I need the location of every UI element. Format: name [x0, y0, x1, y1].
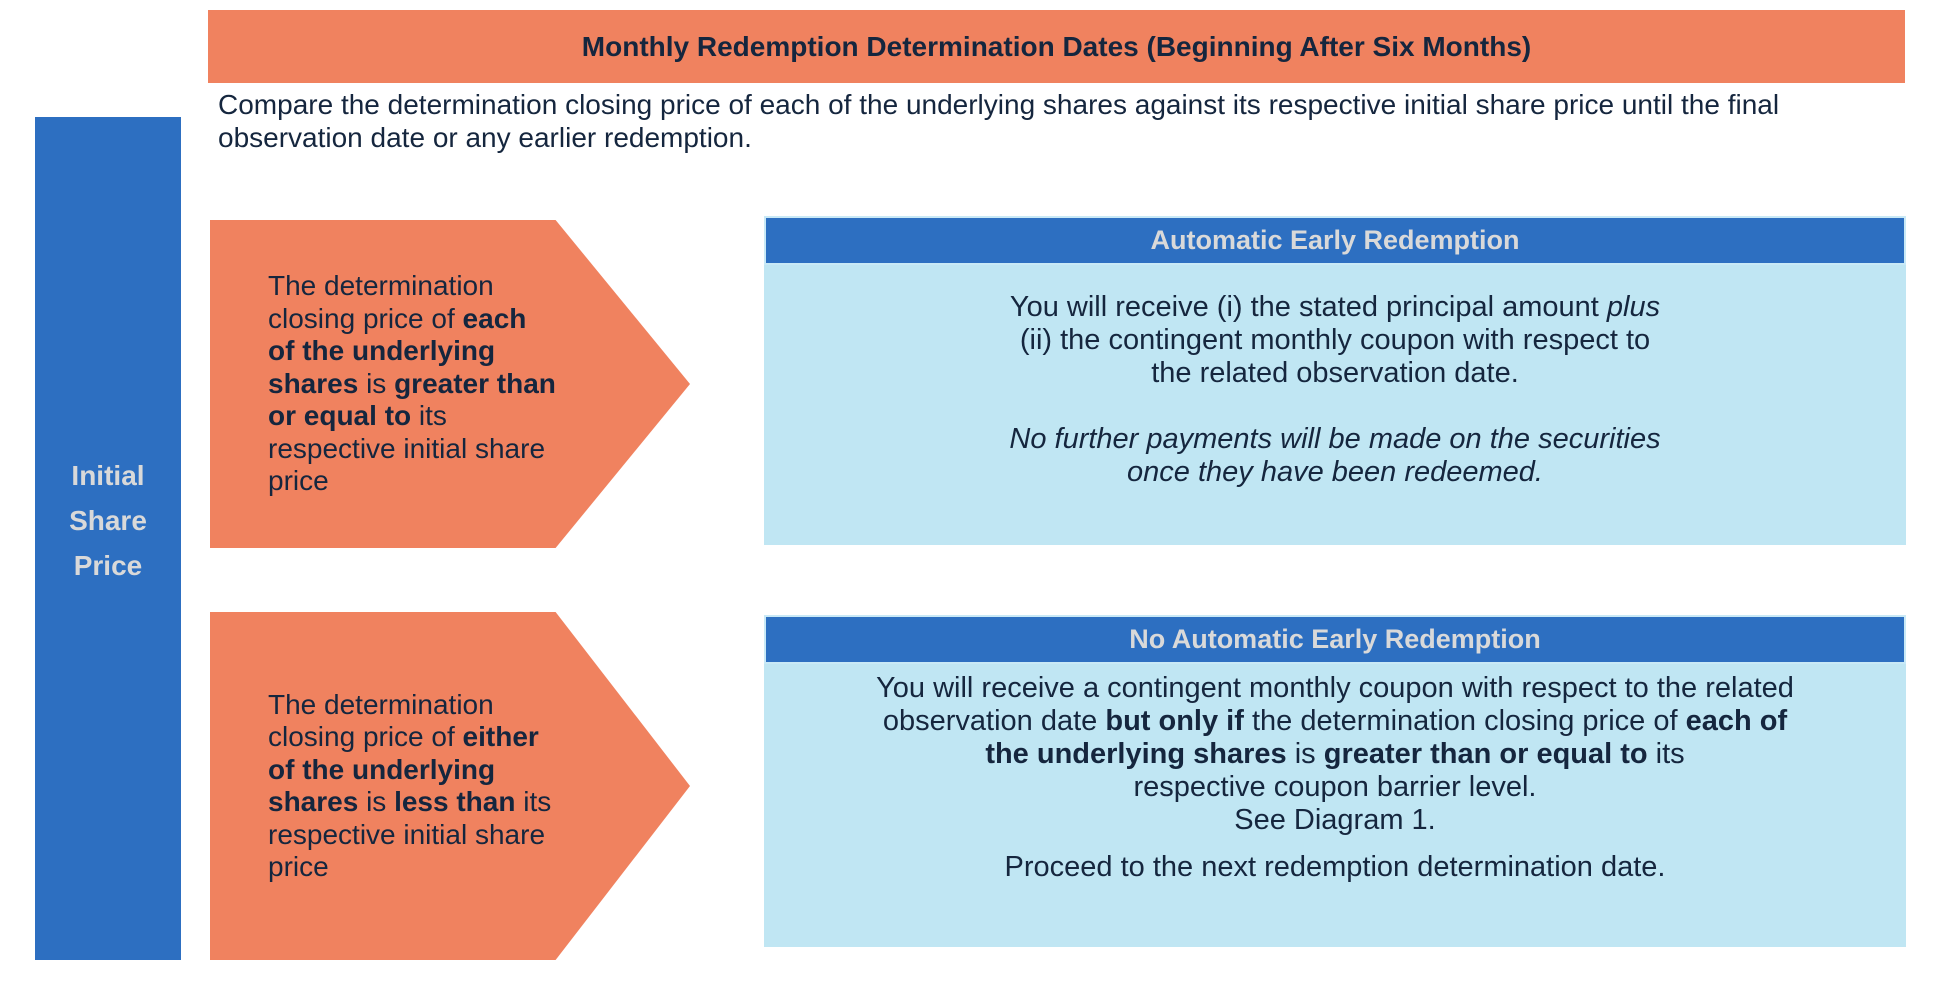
automatic-early-redemption-header: Automatic Early Redemption	[764, 216, 1906, 265]
auto-redemption-payment-text: You will receive (i) the stated principa…	[1009, 291, 1661, 389]
automatic-early-redemption-body: You will receive (i) the stated principa…	[764, 265, 1906, 545]
no-auto-redemption-coupon-text: You will receive a contingent monthly co…	[876, 672, 1794, 836]
no-automatic-early-redemption-body: You will receive a contingent monthly co…	[764, 664, 1906, 947]
diagram-title-bar: Monthly Redemption Determination Dates (…	[208, 10, 1905, 83]
no-automatic-early-redemption-header: No Automatic Early Redemption	[764, 615, 1906, 664]
no-automatic-early-redemption-panel: No Automatic Early Redemption You will r…	[764, 615, 1906, 947]
automatic-early-redemption-title: Automatic Early Redemption	[1150, 225, 1520, 255]
automatic-early-redemption-panel: Automatic Early Redemption You will rece…	[764, 216, 1906, 545]
auto-redemption-no-further-payments-text: No further payments will be made on the …	[1009, 423, 1661, 488]
no-automatic-early-redemption-title: No Automatic Early Redemption	[1129, 624, 1541, 654]
diagram-title: Monthly Redemption Determination Dates (…	[581, 30, 1532, 62]
proceed-next-date-text: Proceed to the next redemption determina…	[1004, 851, 1666, 883]
intro-text: Compare the determination closing price …	[218, 89, 1780, 153]
